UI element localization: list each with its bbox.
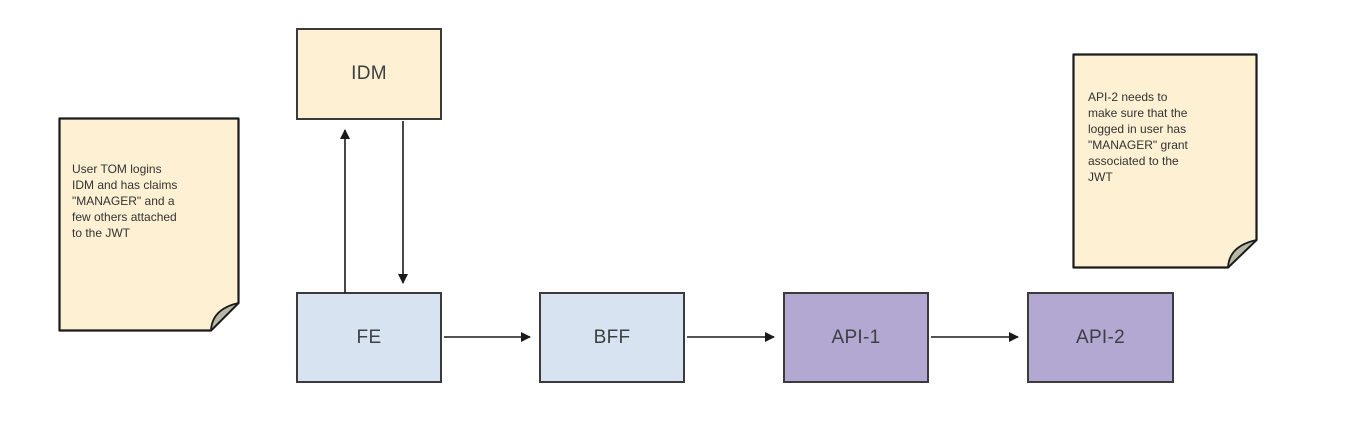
node-api-2-label: API-2 [1075, 326, 1126, 348]
node-idm-label: IDM [351, 63, 387, 84]
folded-corner-icon [210, 302, 240, 332]
sticky-note-left: User TOM logins IDM and has claims "MANA… [58, 117, 240, 332]
node-api-1-label: API-1 [831, 326, 881, 348]
node-api-1: API-1 [783, 292, 929, 383]
node-idm: IDM [296, 28, 442, 120]
node-api-2: API-2 [1027, 292, 1174, 383]
node-bff-label: BFF [593, 326, 631, 348]
sticky-note-right: API-2 needs to make sure that the logged… [1072, 53, 1258, 269]
note-right-text: API-2 needs to make sure that the logged… [1088, 90, 1188, 184]
note-left-text: User TOM logins IDM and has claims "MANA… [72, 162, 178, 240]
sticky-note-shape [58, 117, 240, 332]
folded-corner-icon [1227, 239, 1258, 269]
node-bff: BFF [539, 292, 685, 383]
sticky-note-shape [1072, 53, 1258, 269]
node-fe-label: FE [356, 326, 382, 348]
node-fe: FE [296, 292, 442, 383]
